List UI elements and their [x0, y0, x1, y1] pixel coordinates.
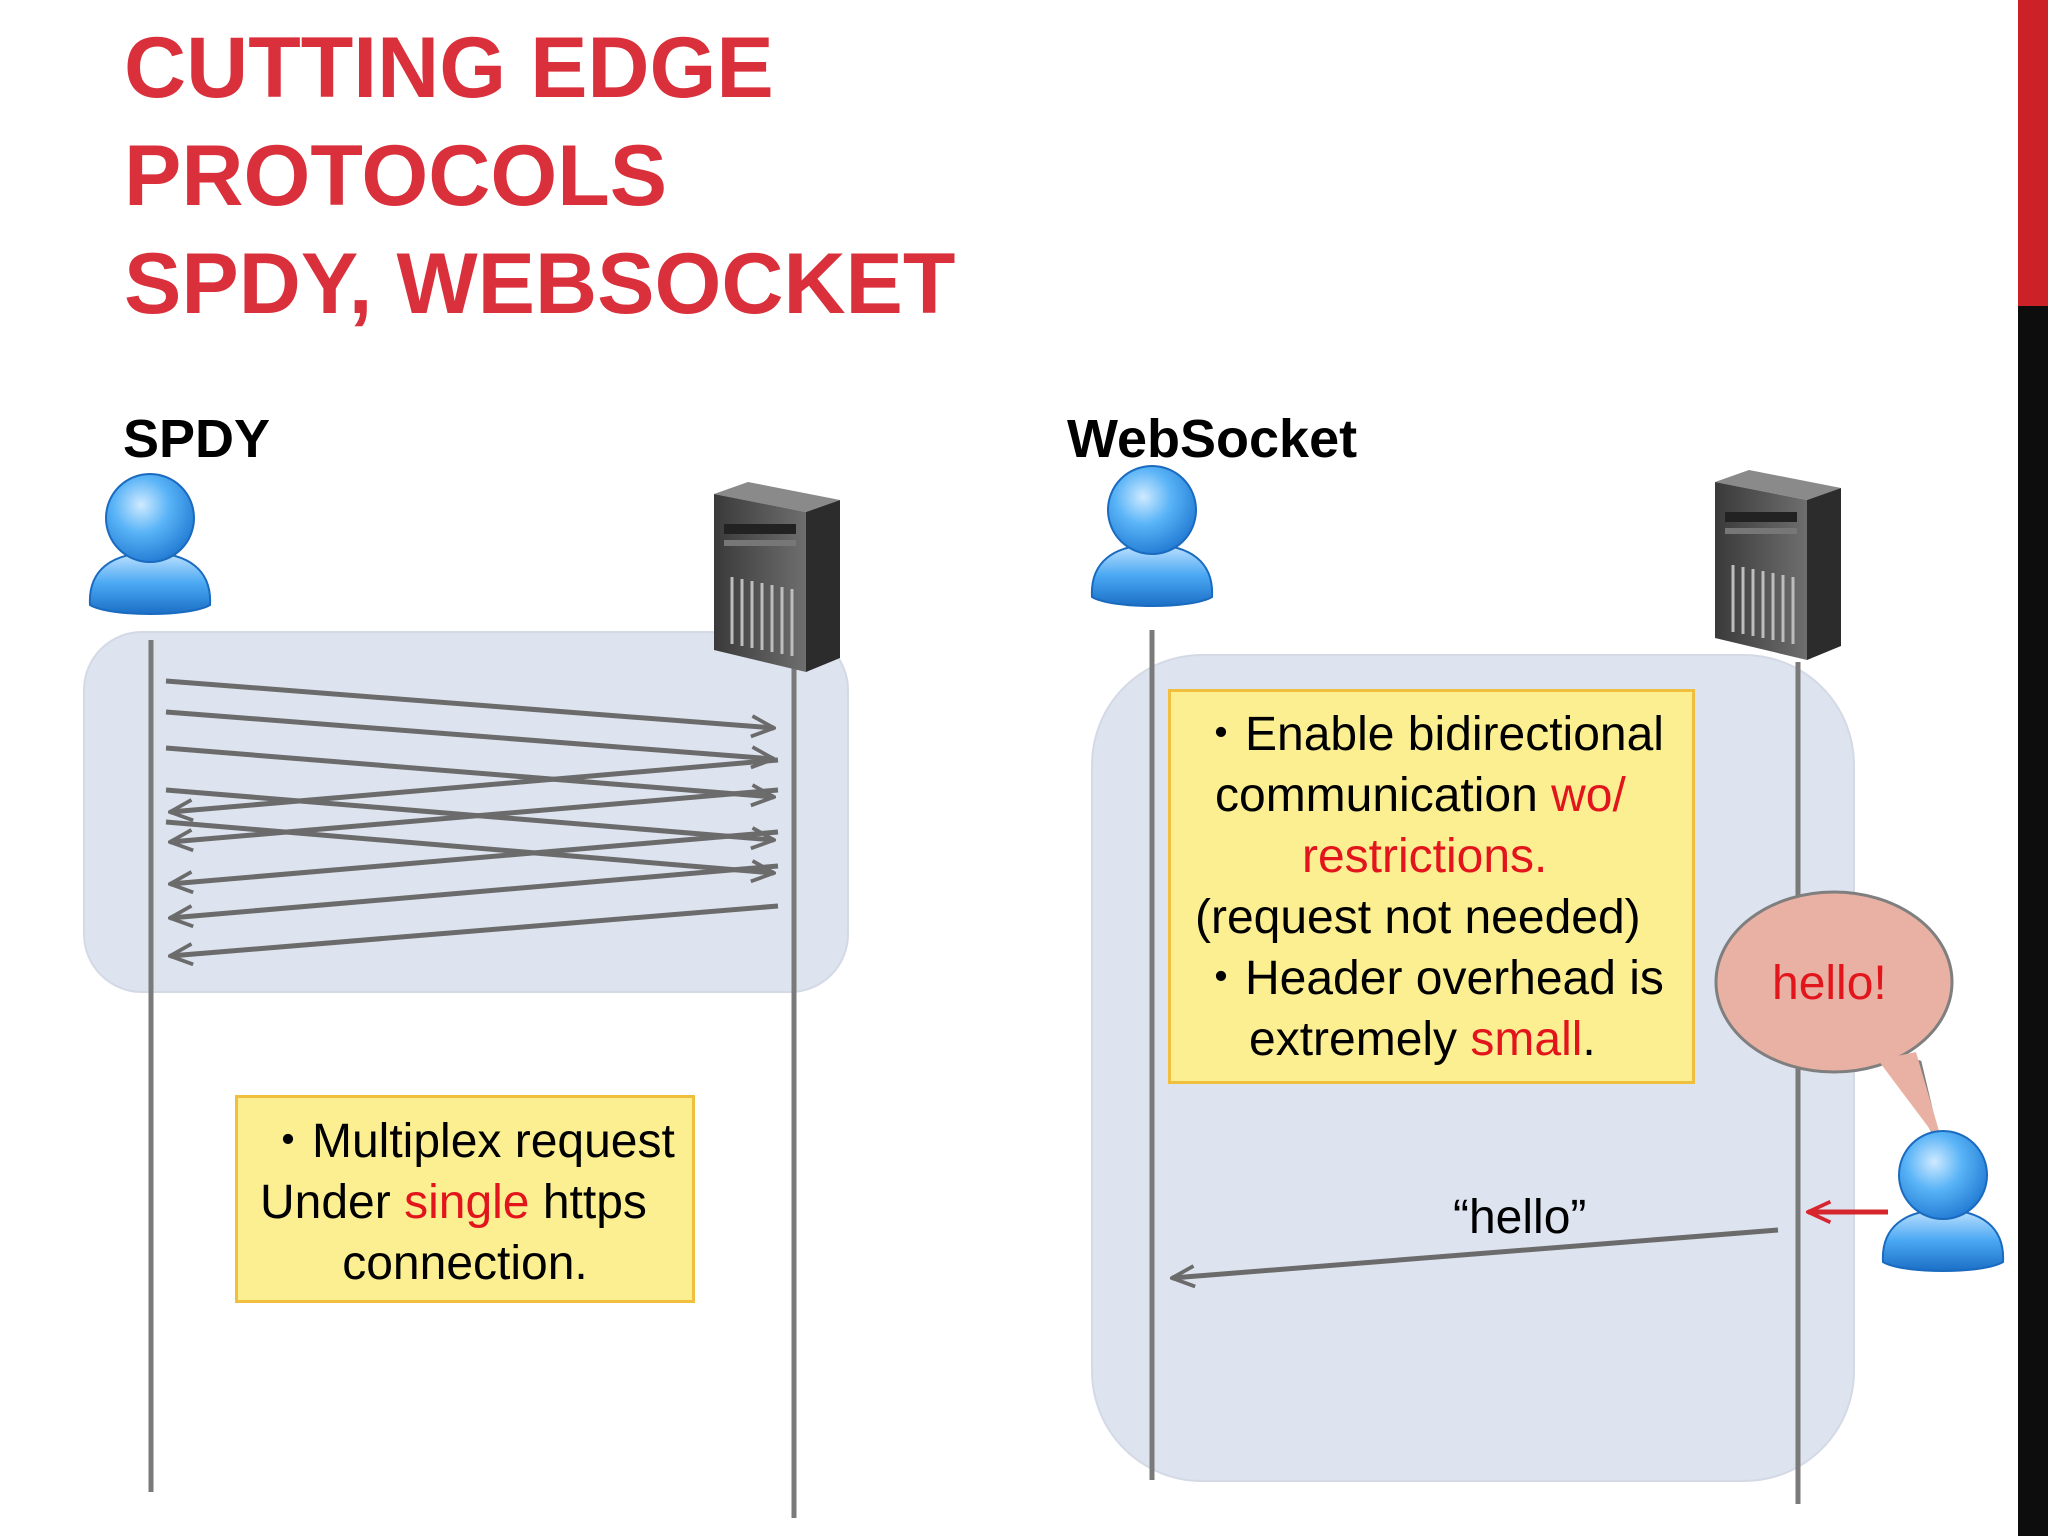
slide-title: CUTTING EDGE PROTOCOLS SPDY, WEBSOCKET	[124, 14, 955, 338]
ws-note-line-1: ・Enable bidirectional	[1197, 708, 1664, 761]
ws-note-line-6: extremely small.	[1171, 1009, 1692, 1070]
spdy-arrow-request-2	[165, 709, 774, 759]
title-line-2: PROTOCOLS	[124, 128, 668, 224]
title-line-1: CUTTING EDGE	[124, 20, 774, 116]
ws-message-label: “hello”	[1453, 1191, 1587, 1244]
ws-note-line-2-highlight: wo/	[1551, 769, 1626, 822]
ws-note-line-4: (request not needed)	[1195, 891, 1641, 944]
spdy-arrow-response-3	[170, 829, 779, 884]
ws-third-party-user-icon	[1881, 1130, 2005, 1272]
edge-accent-bar-black	[2018, 306, 2048, 1536]
spdy-note: ・Multiplex request Under single https co…	[235, 1095, 695, 1303]
ws-server-icon	[1715, 470, 1841, 660]
spdy-client-user-icon	[88, 473, 212, 615]
spdy-arrow-response-1	[170, 757, 779, 812]
title-line-3: SPDY, WEBSOCKET	[124, 236, 956, 332]
ws-note-line-6-pre: extremely	[1249, 1013, 1471, 1066]
ws-note-line-5: ・Header overhead is	[1197, 952, 1664, 1005]
websocket-note: ・Enable bidirectional communication wo/ …	[1168, 689, 1695, 1084]
spdy-note-line-1: ・Multiplex request	[264, 1115, 675, 1168]
spdy-arrow-response-5	[170, 903, 779, 956]
speech-bubble-icon	[1714, 890, 1954, 1149]
ws-note-line-2: communication wo/	[1171, 765, 1692, 826]
websocket-heading: WebSocket	[1067, 409, 1358, 469]
ws-note-line-6-post: .	[1582, 1013, 1596, 1066]
ws-hello-arrow	[1172, 1227, 1779, 1278]
spdy-note-line-2-post: https	[529, 1176, 647, 1229]
spdy-note-line-3: connection.	[342, 1237, 588, 1290]
spdy-arrow-response-2	[170, 787, 779, 842]
spdy-response-arrows	[170, 757, 779, 956]
spdy-arrow-response-4	[170, 863, 779, 918]
ws-client-user-icon	[1090, 465, 1214, 607]
ws-note-line-3: restrictions.	[1302, 830, 1548, 883]
speech-bubble-text: hello!	[1772, 957, 1887, 1010]
spdy-note-line-2-pre: Under	[260, 1176, 405, 1229]
spdy-arrow-request-5	[165, 819, 774, 873]
spdy-heading: SPDY	[123, 409, 271, 469]
spdy-note-line-2: Under single https	[238, 1172, 692, 1233]
spdy-note-highlight: single	[404, 1176, 530, 1229]
spdy-server-icon	[714, 482, 840, 672]
edge-accent-bar-red	[2018, 0, 2048, 306]
ws-note-line-2-pre: communication	[1215, 769, 1552, 822]
spdy-arrow-request-1	[165, 678, 774, 728]
spdy-arrow-request-3	[165, 745, 774, 797]
ws-note-line-6-highlight: small	[1470, 1013, 1583, 1066]
